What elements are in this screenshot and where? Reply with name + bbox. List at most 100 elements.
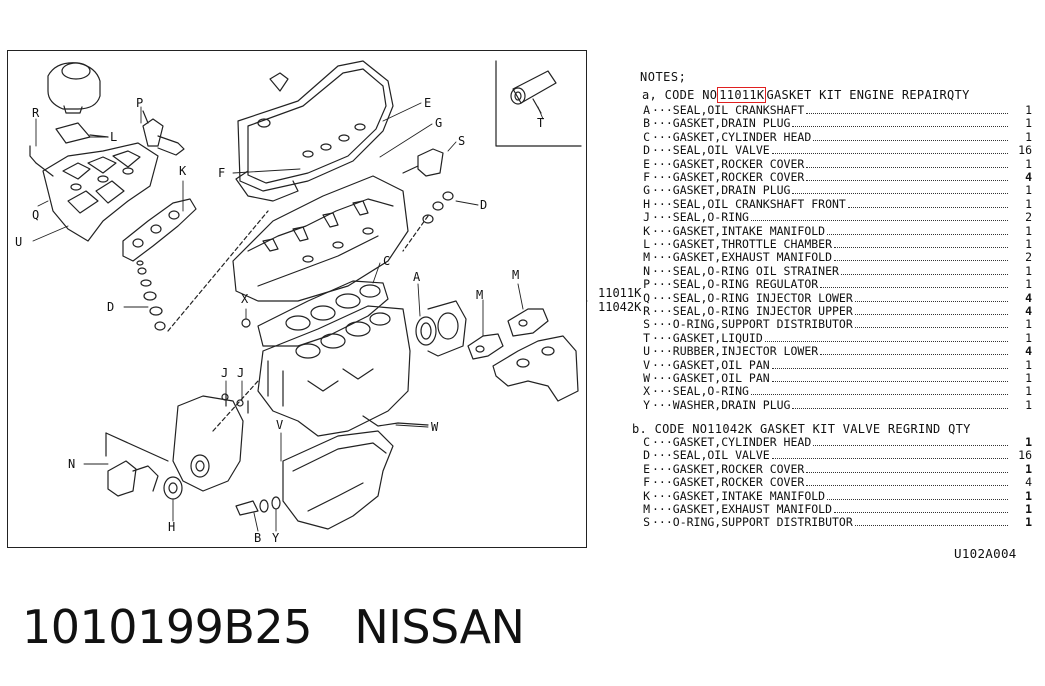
kit-a-prefix: CODE NO [664, 88, 718, 102]
part-quantity: 1 [1025, 156, 1032, 171]
part-letter: S [643, 317, 650, 332]
part-description: ···SEAL,O-RING OIL STRAINER [652, 263, 839, 278]
callout-m-1: M [476, 288, 484, 302]
kit-a-marker: a, [642, 88, 658, 102]
leader-dots [855, 327, 1008, 329]
part-quantity: 1 [1025, 397, 1032, 412]
leader-dots [848, 206, 1008, 208]
part-letter: M [643, 502, 650, 516]
oring-j2 [236, 399, 244, 407]
callout-f: F [218, 166, 226, 180]
notes-title: NOTES; [640, 70, 687, 84]
liquid-gasket-inset [495, 60, 582, 147]
part-quantity: 1 [1025, 461, 1032, 476]
kit-a-qty-label: QTY [947, 88, 970, 102]
part-description: ···GASKET,INTAKE MANIFOLD [652, 488, 826, 503]
kit-b-marker: b. [632, 422, 648, 436]
callout-s: S [458, 134, 466, 148]
kit-b-code: 11042K [707, 422, 753, 436]
kit-a-name: GASKET KIT ENGINE REPAIR [766, 88, 948, 102]
part-letter: W [643, 371, 650, 385]
callout-q: Q [32, 208, 40, 222]
part-letter: E [643, 156, 650, 171]
part-description: ···GASKET,INTAKE MANIFOLD [652, 223, 826, 238]
part-letter: X [643, 384, 650, 399]
oil-pan-gasket [362, 415, 429, 427]
leader-dots [772, 367, 1008, 369]
part-quantity: 1 [1025, 129, 1032, 144]
leader-dots [751, 394, 1008, 396]
brand-name: NISSAN [354, 600, 525, 654]
part-quantity: 4 [1025, 304, 1032, 318]
part-quantity: 1 [1025, 116, 1032, 131]
part-letter: F [643, 475, 650, 490]
part-description: ···O-RING,SUPPORT DISTRIBUTOR [652, 515, 853, 530]
part-description: ···SEAL,O-RING INJECTOR UPPER [652, 304, 853, 318]
part-quantity: 4 [1025, 290, 1032, 305]
part-quantity: 1 [1025, 237, 1032, 251]
exhaust-manifold-assembly [467, 308, 579, 402]
side-code-11011k: 11011K [598, 286, 642, 300]
part-description: ···GASKET,LIQUID [652, 330, 763, 345]
part-quantity: 1 [1025, 488, 1032, 503]
part-description: ···GASKET,EXHAUST MANIFOLD [652, 250, 833, 265]
drain-plug [235, 496, 281, 516]
part-description: ···GASKET,ROCKER COVER [652, 170, 805, 184]
oil-pan [282, 430, 394, 530]
engine-block [257, 305, 411, 437]
part-letter: L [643, 237, 650, 251]
part-letter: K [643, 488, 650, 503]
part-quantity: 1 [1025, 515, 1032, 530]
cylinder-head [232, 175, 409, 302]
leader-dots [813, 139, 1008, 141]
callout-d-left: D [107, 300, 115, 314]
part-description: ···WASHER,DRAIN PLUG [652, 397, 791, 412]
exploded-diagram-frame: R P L Q U K D F E G S D C A M M X J J N … [7, 50, 588, 548]
part-letter: K [643, 223, 650, 238]
leader-dots [806, 166, 1008, 168]
part-letter: F [643, 170, 650, 184]
callout-g: G [435, 116, 443, 130]
part-number: 1010199B25 [22, 600, 312, 654]
kit-b-qty-label: QTY [948, 422, 971, 436]
leader-dots [772, 153, 1008, 155]
part-row: K···GASKET,INTAKE MANIFOLD 1 [640, 488, 1032, 503]
part-letter: N [643, 263, 650, 278]
part-quantity: 1 [1025, 263, 1032, 278]
footer-title: 1010199B25 NISSAN [22, 600, 525, 654]
callout-y: Y [272, 531, 280, 545]
part-letter: U [643, 344, 650, 359]
leader-dots [772, 458, 1008, 460]
leader-dots [834, 260, 1008, 262]
callout-w: W [431, 420, 439, 434]
throttle-chamber-part [47, 62, 101, 114]
leader-dots [792, 193, 1008, 195]
pressure-regulator-part [142, 110, 185, 156]
crank-seal-and-rear-plate [415, 300, 467, 357]
part-quantity: 1 [1025, 330, 1032, 345]
leader-dots [827, 498, 1008, 500]
part-quantity: 16 [1018, 448, 1032, 463]
part-letter: V [643, 357, 650, 372]
part-quantity: 4 [1025, 170, 1032, 184]
part-quantity: 1 [1025, 183, 1032, 198]
part-quantity: 1 [1025, 371, 1032, 385]
part-quantity: 16 [1018, 143, 1032, 158]
callout-b: B [254, 531, 262, 545]
